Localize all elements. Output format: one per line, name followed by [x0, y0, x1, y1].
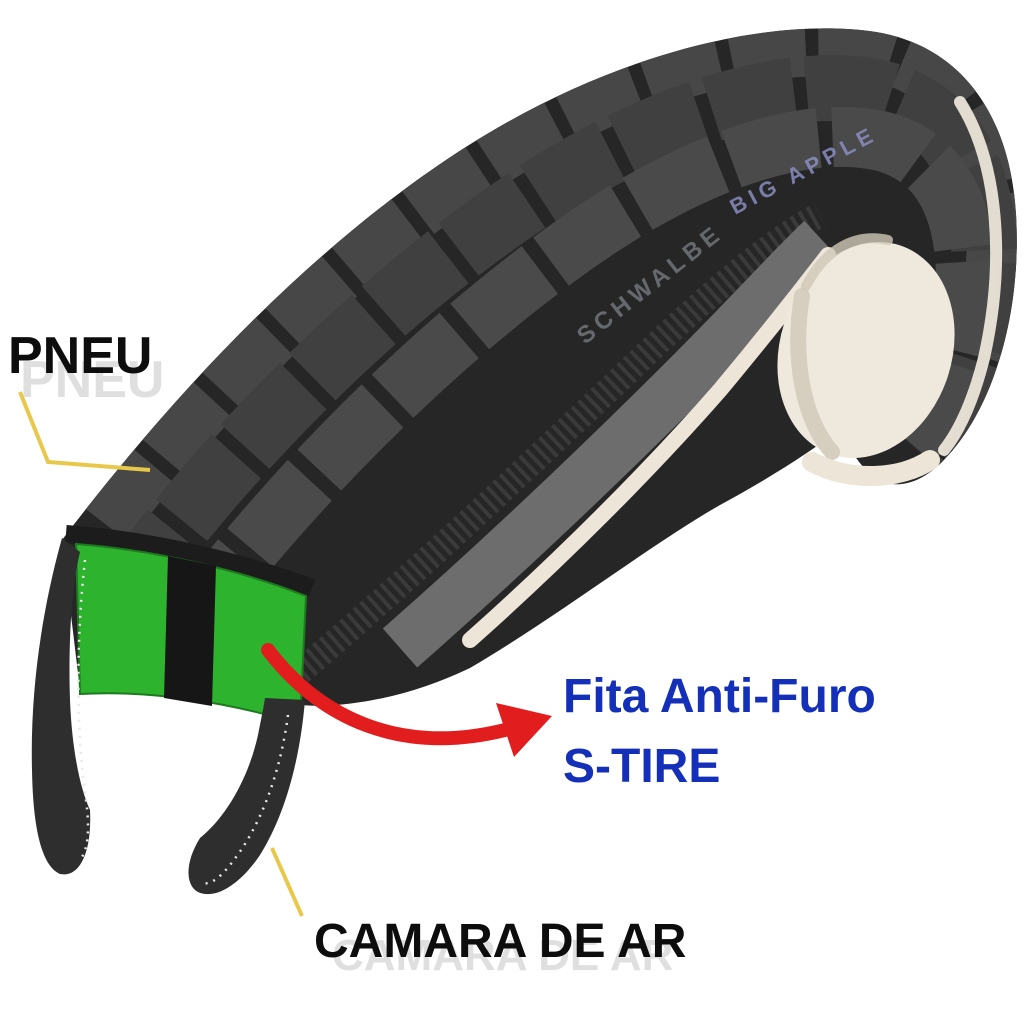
camara-callout-line	[270, 847, 304, 917]
bead-wire-dots	[201, 714, 290, 885]
rim-hole-fill	[777, 242, 955, 458]
bottom-curl-stripe	[802, 450, 940, 486]
tread-row	[176, 106, 997, 629]
camara-label: CAMARA DE AR	[314, 915, 686, 968]
cut-face	[65, 525, 316, 726]
tire-illustration: SCHWALBE BIG APPLE	[31, 28, 1017, 895]
pneu-label: PNEU	[8, 327, 152, 385]
far-sidewall-stripe	[938, 96, 1003, 456]
tape-label-line2: S-TIRE	[563, 740, 720, 793]
bead-horn-right	[188, 698, 305, 895]
rim-hole-shading	[790, 288, 840, 460]
tire-silhouette	[62, 28, 1017, 706]
camara-label-ghost: CAMARA DE AR	[332, 931, 673, 980]
red-arrow	[261, 643, 552, 757]
cut-tread-cap	[65, 525, 316, 597]
rim-hole-shading-top	[801, 233, 893, 291]
red-arrow-head	[496, 703, 552, 757]
red-arrow-shaft	[261, 643, 512, 746]
pneu-callout-line	[18, 391, 151, 472]
rim-hole	[777, 233, 955, 460]
strip-divider	[164, 556, 216, 706]
bead-opening	[31, 538, 305, 895]
tape-label-line1: Fita Anti-Furo	[563, 670, 876, 723]
tread-hatch-strip	[291, 203, 826, 682]
bead-wire-dots	[77, 559, 90, 861]
pneu-label-ghost: PNEU	[20, 351, 164, 409]
bead-horn-left	[31, 538, 91, 875]
tire-sidewall	[382, 220, 840, 668]
